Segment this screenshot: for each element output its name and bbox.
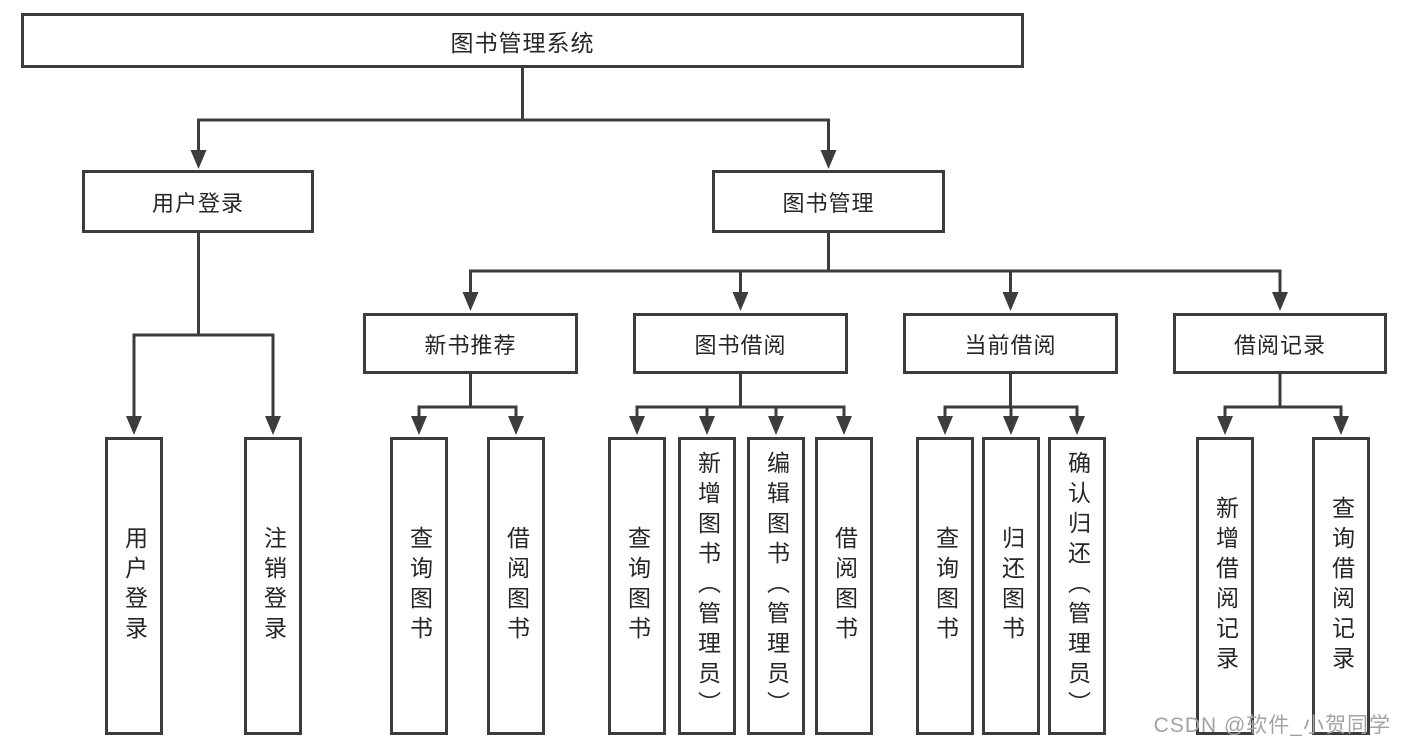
connector-strokes [132,66,1343,420]
node-new-book-recommend: 新书推荐 [363,313,578,374]
node-label: 当前借阅 [964,332,1057,358]
leaf-borrow-books-recommend: 借阅图书 [487,437,545,735]
node-label: 借阅图书 [831,526,858,646]
node-label: 新增借阅记录 [1212,496,1239,676]
node-book-borrowing: 图书借阅 [633,313,848,374]
node-book-management-branch: 图书管理 [712,170,945,233]
leaf-query-books-recommend: 查询图书 [390,437,448,735]
leaf-query-books-current: 查询图书 [916,437,974,735]
node-label: 图书借阅 [694,332,787,358]
node-label: 编辑图书（管理员） [763,451,790,721]
leaf-logout: 注销登录 [244,437,302,735]
node-label: 查询图书 [624,526,651,646]
node-user-login-branch: 用户登录 [82,170,314,233]
node-label: 查询图书 [932,526,959,646]
node-system-root: 图书管理系统 [21,13,1024,68]
node-label: 借阅图书 [503,526,530,646]
leaf-borrow-books-borrow: 借阅图书 [815,437,873,735]
node-label: 查询图书 [406,526,433,646]
node-label: 借阅记录 [1233,332,1326,358]
leaf-add-book-admin: 新增图书（管理员） [678,437,736,735]
connector-arrowheads [126,150,1349,435]
leaf-return-books: 归还图书 [982,437,1040,735]
leaf-add-borrow-record: 新增借阅记录 [1196,437,1254,735]
node-label: 用户登录 [121,526,148,646]
node-label: 确认归还（管理员） [1064,451,1091,721]
node-label: 新增图书（管理员） [694,451,721,721]
node-label: 用户登录 [151,190,244,216]
leaf-query-borrow-record: 查询借阅记录 [1312,437,1370,735]
node-label: 新书推荐 [424,332,517,358]
node-borrowing-records: 借阅记录 [1173,313,1387,374]
leaf-confirm-return-admin: 确认归还（管理员） [1048,437,1106,735]
node-label: 查询借阅记录 [1328,496,1355,676]
node-label: 图书管理系统 [450,29,595,56]
node-current-borrowing: 当前借阅 [903,313,1118,374]
csdn-watermark: CSDN @软件_小贺同学 [1153,714,1391,737]
leaf-edit-book-admin: 编辑图书（管理员） [747,437,805,735]
node-label: 图书管理 [782,190,875,216]
leaf-query-books-borrow: 查询图书 [608,437,666,735]
node-label: 归还图书 [998,526,1025,646]
node-label: 注销登录 [260,526,287,646]
leaf-user-login: 用户登录 [105,437,163,735]
